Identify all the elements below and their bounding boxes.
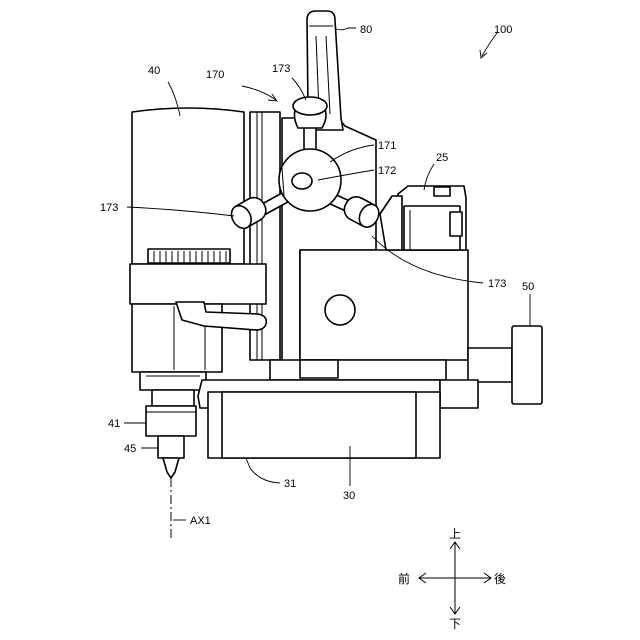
label-50: 50	[522, 281, 534, 293]
motor-housing-40	[130, 108, 266, 390]
label-80: 80	[360, 24, 372, 36]
direction-down-label: 下	[449, 617, 461, 631]
direction-compass: 上 下 前 後	[398, 527, 506, 631]
direction-back-label: 後	[494, 572, 506, 586]
label-ax1: AX1	[190, 515, 211, 527]
label-40: 40	[148, 65, 160, 77]
label-31: 31	[284, 478, 296, 490]
label-45: 45	[124, 443, 136, 455]
label-170: 170	[206, 69, 224, 81]
chuck-41	[146, 390, 196, 436]
battery-25	[380, 186, 466, 250]
label-100: 100	[494, 24, 512, 36]
label-41: 41	[108, 418, 120, 430]
direction-front-label: 前	[398, 571, 410, 586]
magnet-base-30	[208, 392, 440, 458]
label-173-top: 173	[272, 63, 290, 75]
label-25: 25	[436, 152, 448, 164]
label-30: 30	[343, 490, 355, 502]
label-172: 172	[378, 165, 396, 177]
direction-up-label: 上	[449, 527, 461, 541]
label-171: 171	[378, 140, 396, 152]
label-173-right: 173	[488, 278, 506, 290]
bit-45	[158, 436, 184, 478]
label-173-left: 173	[100, 202, 118, 214]
